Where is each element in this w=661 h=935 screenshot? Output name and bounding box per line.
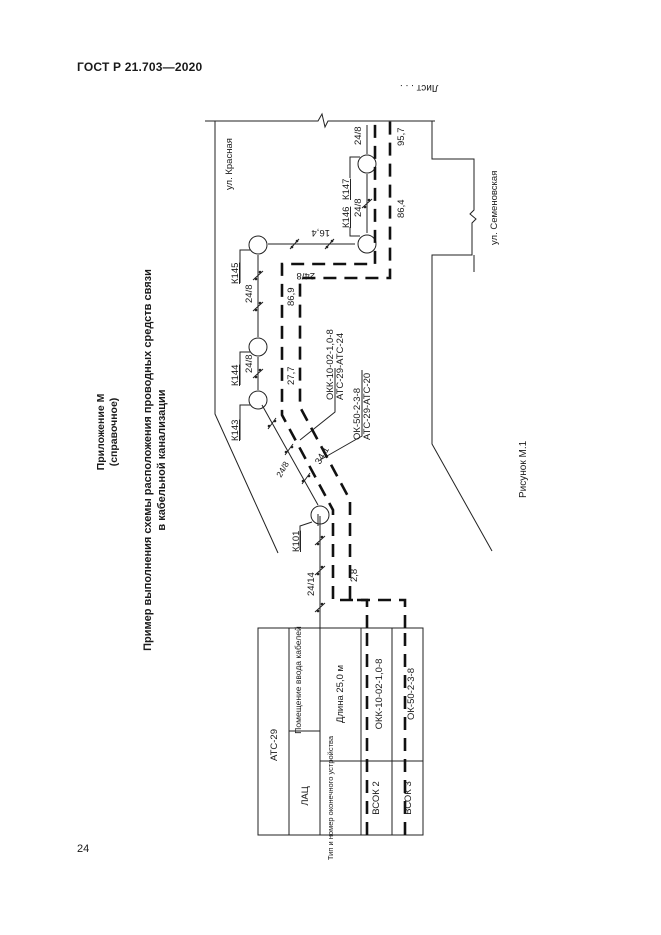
right-boundary-line [431,121,493,552]
channel-label: 24/8 [244,285,255,304]
well-label-k147: К147 [341,179,352,200]
table-entry-room: Помещение ввода кабелей [293,626,303,734]
channel-mark [284,443,294,456]
conduit-line [261,404,319,506]
channel-mark [314,602,326,613]
table-station: АТС-29 [269,729,280,761]
channel-mark [324,238,335,250]
well-leader [239,249,250,283]
well-leader [239,404,250,440]
well-leader [299,521,313,550]
channel-mark [361,198,373,209]
table-device-1: ВСОК 2 [371,781,382,815]
channel-mark [267,417,277,430]
well-k144 [248,337,268,357]
well-label-k144: К144 [230,365,241,386]
cable-route-ok [298,120,407,835]
channel-label: 24/8 [353,199,364,218]
channel-mark [252,368,264,379]
street-krasnaya: ул. Красная [224,138,235,190]
callout-leader [319,370,363,461]
table-lac: ЛАЦ [300,786,311,806]
distance-label: 2,8 [349,569,360,582]
well-label-k143: К143 [230,420,241,441]
equipment-table-frame [257,627,424,836]
channel-label: 24/8 [244,355,255,374]
distance-label: 27,7 [286,367,297,386]
well-k143 [248,390,268,410]
well-k145 [248,235,268,255]
well-k146 [357,234,377,254]
document-header: ГОСТ Р 21.703—2020 [77,60,203,74]
page-number: 24 [77,843,90,855]
channel-mark [301,472,311,485]
channel-mark [314,535,326,546]
top-boundary-line [205,112,435,129]
table-cable-2: ОК-50-2-3-8 [406,668,417,720]
krasnaya-boundary-line [214,121,279,554]
street-semenovskaya: ул. Семеновская [489,171,500,245]
channel-label: 24/8 [274,459,291,479]
channel-mark [289,238,300,250]
well-k101 [310,505,330,525]
well-leader [349,156,360,178]
well-label-k145: К145 [230,263,241,284]
distance-label: 86,4 [396,200,407,219]
well-k147 [357,154,377,174]
table-device-2: ВСОК 3 [403,781,414,815]
table-length: Длина 25,0 м [335,665,346,723]
channel-mark [252,270,264,281]
table-cable-1: ОКК-10-02-1,0-8 [374,659,385,730]
well-label-k146: К146 [341,207,352,228]
well-label-k101: К101 [291,531,302,552]
distance-label: 16,4 [312,227,331,238]
channel-label: 24/14 [306,572,317,596]
callout-cable-type: ОК-50-2-3-8 [352,388,363,440]
callout-cable-type: ОКК-10-02-1,0-8 [325,329,336,400]
distance-label: 24/8 [297,270,316,281]
distance-label: 95,7 [396,128,407,147]
callout-cable-route: АТС-29-АТС-24 [335,333,346,400]
distance-label: 34,1 [313,445,332,467]
well-leader [349,227,360,237]
channel-label: 24/8 [353,127,364,146]
well-leader [239,351,250,385]
sheet-label: Лист . . . [400,82,438,93]
channel-mark [252,301,264,312]
table-entry-room-text: Помещение ввода кабелей [293,626,303,734]
table-device-header: Тип и номер оконечного устройства [326,735,335,860]
distance-label: 86,9 [286,288,297,307]
channel-mark [314,565,326,576]
callout-cable-route: АТС-29-АТС-20 [362,373,373,440]
